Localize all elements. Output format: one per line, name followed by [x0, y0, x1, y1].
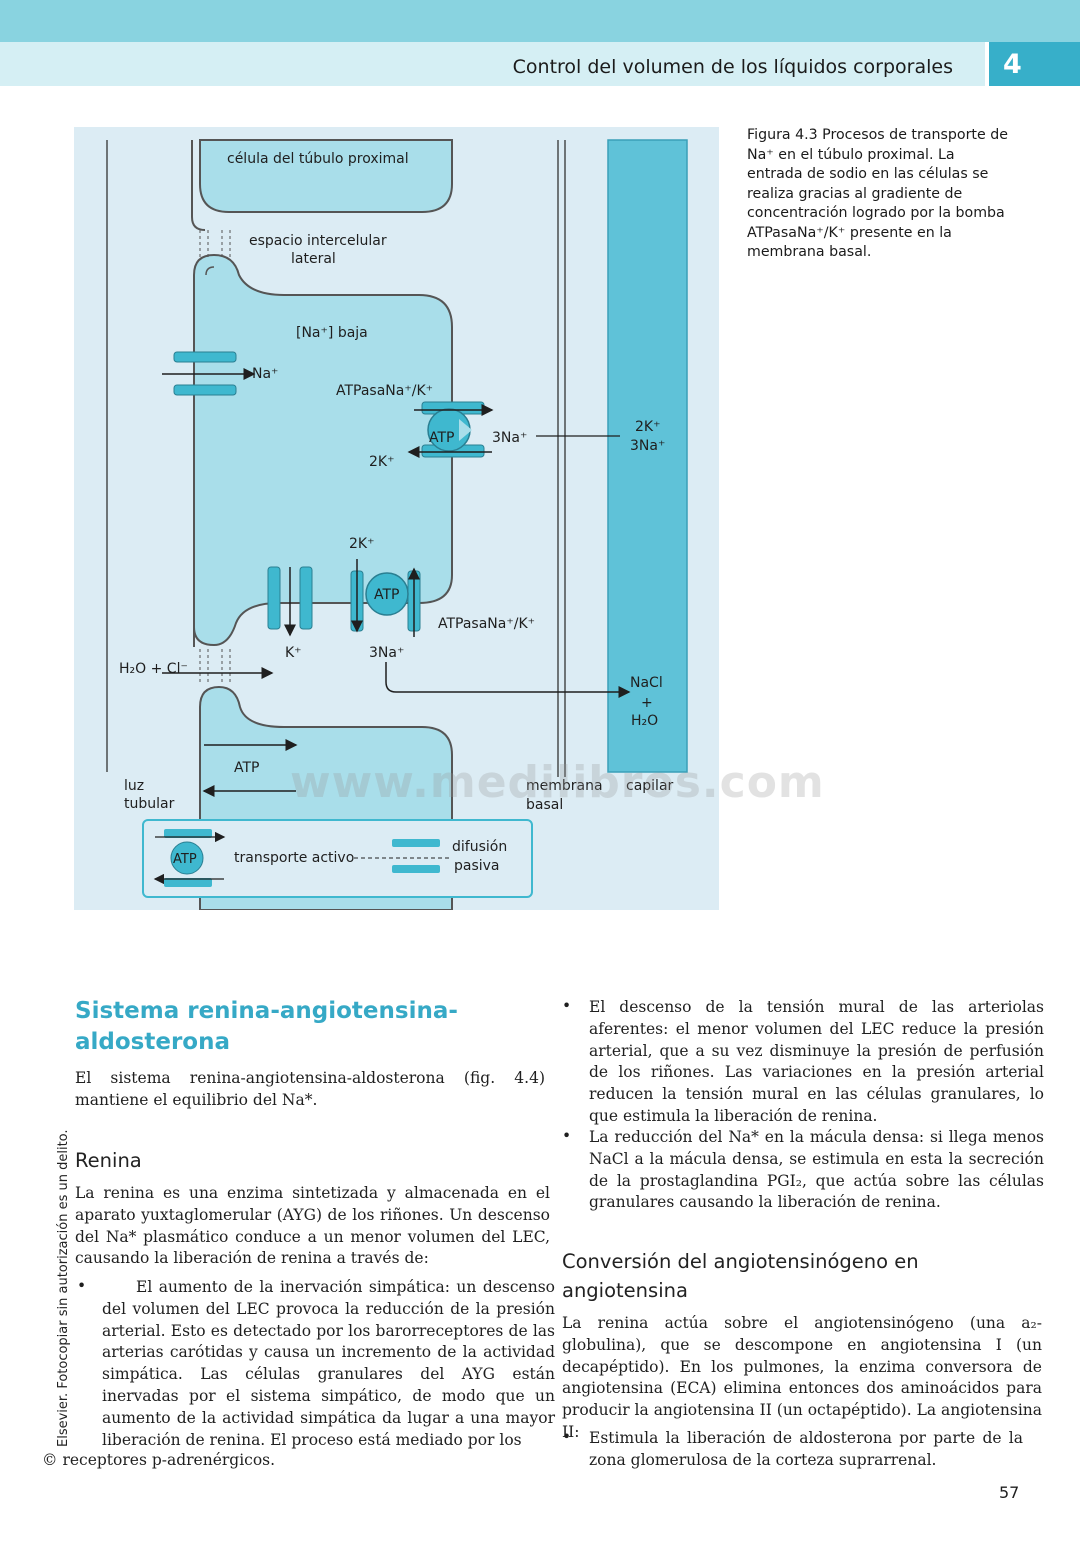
- label-na-low: [Na⁺] baja: [296, 325, 368, 341]
- label-capilar: capilar: [626, 778, 674, 794]
- figure-caption: Figura 4.3 Procesos de transporte de Na⁺…: [747, 127, 1008, 260]
- label-space-1: espacio intercelular: [249, 233, 387, 249]
- bullet-marker: •: [562, 997, 572, 1015]
- renina-paragraph: La renina es una enzima sintetizada y al…: [75, 1184, 550, 1268]
- k-channel: [267, 566, 313, 630]
- watermark: www.medilibros.com: [290, 757, 825, 808]
- legend-atp: ATP: [173, 852, 197, 867]
- renina-heading: Renina: [75, 1149, 142, 1172]
- label-cap-na: 3Na⁺: [630, 438, 665, 454]
- label-3na: 3Na⁺: [492, 430, 527, 446]
- label-space-2: lateral: [291, 251, 336, 267]
- capillary: [607, 139, 688, 773]
- label-pump-top: ATPasaNa⁺/K⁺: [336, 383, 433, 399]
- label-luz-2: tubular: [124, 796, 175, 812]
- side-copyright-note: Elsevier. Fotocopiar sin autorización es…: [56, 1129, 71, 1447]
- na-channel: [173, 351, 237, 396]
- label-na: Na⁺: [252, 366, 278, 382]
- label-nacl: NaCl: [630, 675, 663, 691]
- bullet-aldosterone: Estimula la liberación de aldosterona po…: [589, 1429, 1023, 1469]
- running-header-title: Control del volumen de los líquidos corp…: [512, 56, 953, 78]
- figure-diagram: célula del túbulo proximal espacio inter…: [106, 139, 688, 910]
- label-3na-bottom: 3Na⁺: [369, 645, 404, 661]
- top-color-band: [0, 0, 1080, 42]
- bullet-sympathetic-end: receptores p-adrenérgicos.: [62, 1451, 276, 1469]
- label-plus: +: [641, 695, 653, 711]
- chapter-number-tab: 4: [989, 42, 1080, 86]
- bullet-marker: •: [562, 1127, 572, 1145]
- label-2k-bottom: 2K⁺: [349, 536, 374, 552]
- page-number: 57: [999, 1483, 1020, 1502]
- bullet-macula-densa: La reducción del Na* en la mácula densa:…: [589, 1128, 1044, 1212]
- label-cap-k: 2K⁺: [635, 419, 660, 435]
- legend-active: transporte activo: [234, 850, 354, 866]
- label-k: K⁺: [285, 645, 302, 661]
- bottom-pump: [350, 570, 421, 632]
- label-h2o: H₂O: [631, 713, 658, 729]
- label-atp-bottom: ATP: [374, 587, 399, 603]
- label-atp-top: ATP: [429, 430, 454, 446]
- bullet-sympathetic: El aumento de la inervación simpática: u…: [102, 1278, 555, 1449]
- legend-passive-2: pasiva: [454, 858, 500, 874]
- label-membrana-2: basal: [526, 797, 563, 813]
- running-header: [0, 42, 985, 86]
- label-membrana-1: membrana: [526, 778, 603, 794]
- section-intro: El sistema renina-angiotensina-aldostero…: [75, 1069, 545, 1109]
- copyright-symbol: ©: [42, 1451, 58, 1469]
- label-2k: 2K⁺: [369, 454, 394, 470]
- label-pump-bottom: ATPasaNa⁺/K⁺: [438, 616, 535, 632]
- label-cell: célula del túbulo proximal: [227, 151, 409, 167]
- label-atp-lumen: ATP: [234, 760, 259, 776]
- conversion-paragraph: La renina actúa sobre el angiotensinógen…: [562, 1314, 1042, 1441]
- section-title: Sistema renina-angiotensina-aldosterona: [75, 998, 458, 1055]
- bullet-wall-tension: El descenso de la tensión mural de las a…: [589, 998, 1044, 1125]
- bullet-marker: •: [562, 1428, 572, 1446]
- top-cell: [199, 139, 453, 213]
- label-luz-1: luz: [124, 778, 144, 794]
- conversion-heading: Conversión del angiotensinógeno en angio…: [562, 1250, 919, 1302]
- label-h2o-cl: H₂O + Cl⁻: [119, 661, 188, 677]
- bullet-marker: •: [77, 1277, 87, 1295]
- copyright-line: © receptores p-adrenérgicos.: [42, 1451, 275, 1469]
- legend-passive-1: difusión: [452, 839, 507, 855]
